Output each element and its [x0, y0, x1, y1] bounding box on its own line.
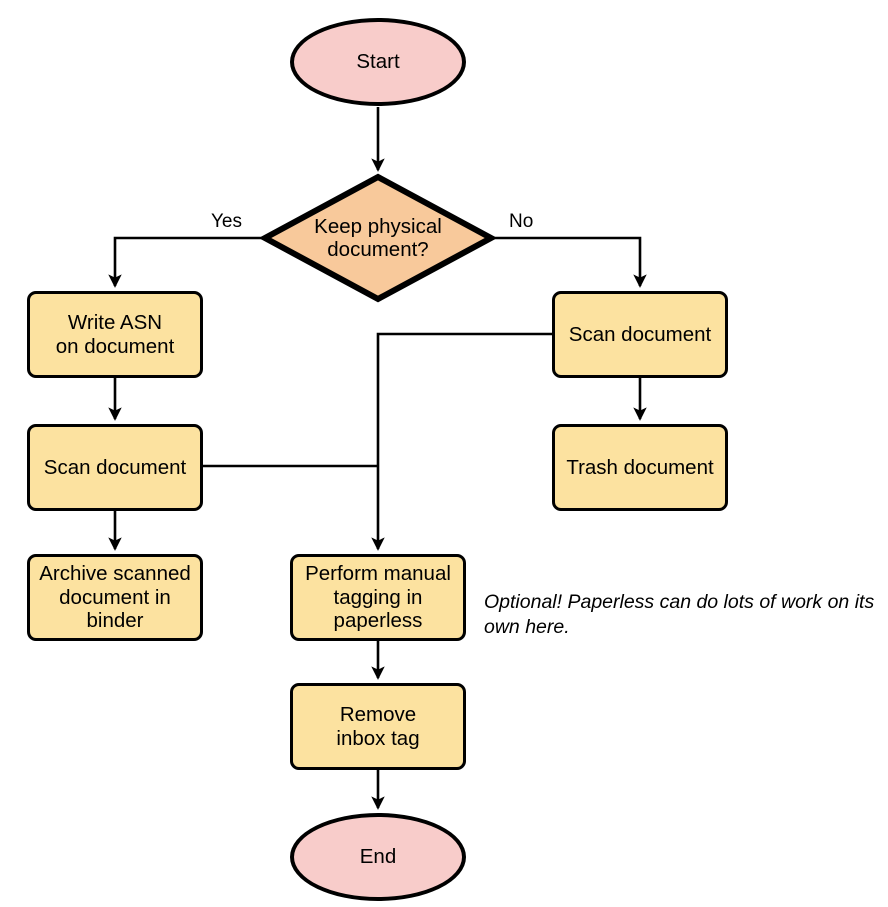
edge-label-yes: Yes: [211, 211, 242, 232]
node-archive-scanned-document-label: Archive scanned document in binder: [39, 562, 191, 633]
node-write-asn-on-document-label: Write ASN on document: [55, 311, 175, 358]
node-perform-manual-tagging[interactable]: Perform manual tagging in paperless: [290, 554, 466, 641]
edge-no-to-scan-right: [493, 236, 647, 288]
node-start-label: Start: [356, 50, 400, 74]
node-end-label: End: [359, 845, 397, 869]
node-remove-inbox-tag-label: Remove inbox tag: [336, 703, 420, 750]
node-write-asn-on-document[interactable]: Write ASN on document: [27, 291, 203, 378]
node-scan-document-left-label: Scan document: [43, 455, 187, 479]
node-scan-document-left[interactable]: Scan document: [27, 424, 203, 511]
node-remove-inbox-tag[interactable]: Remove inbox tag: [290, 683, 466, 770]
note-optional-paperless: Optional! Paperless can do lots of work …: [484, 591, 875, 639]
node-perform-manual-tagging-label: Perform manual tagging in paperless: [305, 562, 451, 633]
edge-label-no: No: [509, 211, 534, 232]
node-trash-document-label: Trash document: [566, 455, 714, 479]
node-archive-scanned-document[interactable]: Archive scanned document in binder: [27, 554, 203, 641]
node-scan-document-right-label: Scan document: [568, 322, 712, 346]
node-end[interactable]: End: [290, 813, 466, 901]
node-keep-physical-document[interactable]: Keep physical document?: [261, 173, 495, 303]
node-start[interactable]: Start: [290, 18, 466, 106]
edge-yes-to-write-asn: [108, 236, 263, 288]
node-keep-physical-document-label: Keep physical document?: [314, 214, 442, 261]
edge-scan-right-to-tagging: [371, 332, 552, 551]
node-trash-document[interactable]: Trash document: [552, 424, 728, 511]
diamond-shape: [261, 173, 495, 303]
node-scan-document-right[interactable]: Scan document: [552, 291, 728, 378]
